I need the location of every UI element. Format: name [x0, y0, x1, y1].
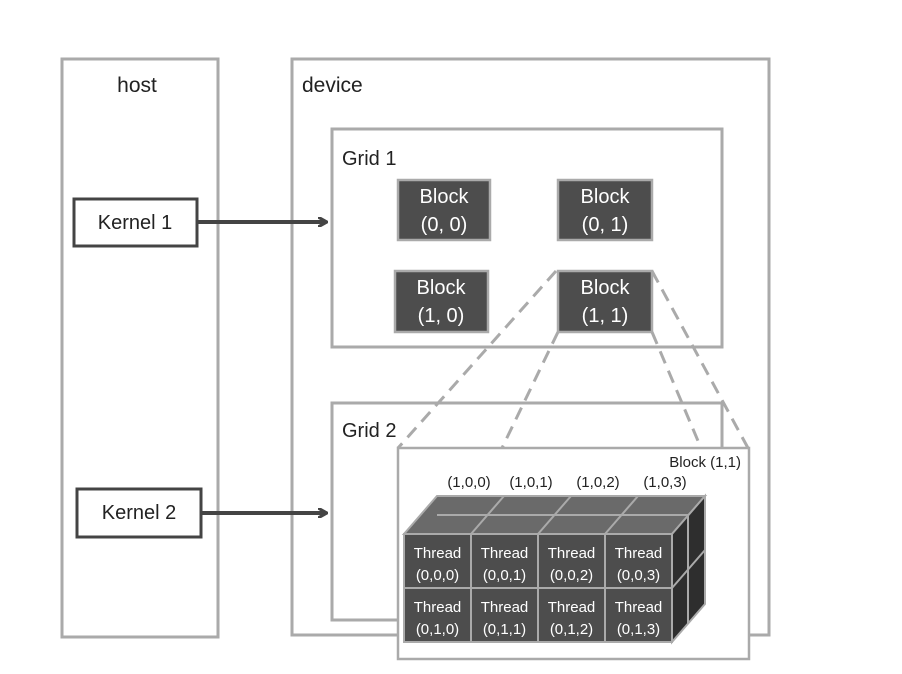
thread-index: (0,1,2)	[550, 621, 593, 638]
grid2-label: Grid 2	[342, 420, 396, 442]
thread-index: (0,0,2)	[550, 567, 593, 584]
thread-cell-0-0-1: Thread (0,0,1)	[470, 533, 539, 589]
block-label: Block	[581, 277, 631, 299]
grid1-block-1-0: Block (1, 0)	[393, 269, 490, 334]
thread-index: (0,0,0)	[416, 567, 459, 584]
thread-index: (0,0,3)	[617, 567, 660, 584]
zoom-line-right-outer	[650, 270, 750, 449]
block-index: (1, 1)	[582, 305, 629, 327]
thread-label: Thread	[548, 599, 596, 616]
thread-label: Thread	[615, 599, 663, 616]
host-label: host	[117, 74, 157, 97]
thread-label: Thread	[414, 545, 462, 562]
kernel1-label: Kernel 1	[98, 212, 173, 234]
back-thread-label: (1,0,0)	[447, 474, 490, 491]
thread-cell-0-1-2: Thread (0,1,2)	[537, 587, 606, 643]
thread-index: (0,1,1)	[483, 621, 526, 638]
thread-cell-0-1-3: Thread (0,1,3)	[604, 587, 673, 643]
grid1-block-0-0: Block (0, 0)	[396, 178, 492, 242]
block-label: Block	[581, 186, 631, 208]
kernel1-box	[72, 197, 199, 248]
zoom-line-left-outer	[396, 270, 558, 449]
grid1-block-1-1: Block (1, 1)	[556, 269, 654, 334]
thread-cell-0-0-2: Thread (0,0,2)	[537, 533, 606, 589]
thread-cell-0-0-0: Thread (0,0,0)	[403, 533, 472, 589]
block-label: Block	[420, 186, 470, 208]
zoom-line-left-inner	[500, 331, 560, 449]
block-index: (1, 0)	[418, 305, 465, 327]
thread-index: (0,0,1)	[483, 567, 526, 584]
block-label: Block	[417, 277, 467, 299]
thread-label: Thread	[414, 599, 462, 616]
kernel2-label: Kernel 2	[102, 502, 177, 524]
back-thread-label: (1,0,3)	[643, 474, 686, 491]
thread-label: Thread	[615, 545, 663, 562]
device-label: device	[302, 74, 363, 97]
grid1-block-0-1: Block (0, 1)	[556, 178, 654, 242]
back-thread-label: (1,0,1)	[509, 474, 552, 491]
thread-label: Thread	[481, 545, 529, 562]
thread-cell-0-1-1: Thread (0,1,1)	[470, 587, 539, 643]
block-index: (0, 1)	[582, 214, 629, 236]
thread-label: Thread	[481, 599, 529, 616]
thread-cube-top	[401, 495, 708, 535]
block-index: (0, 0)	[421, 214, 468, 236]
thread-cell-0-1-0: Thread (0,1,0)	[403, 587, 472, 643]
thread-index: (0,1,3)	[617, 621, 660, 638]
block-detail-label: Block (1,1)	[669, 454, 741, 471]
host-panel	[60, 57, 220, 639]
back-thread-label: (1,0,2)	[576, 474, 619, 491]
thread-label: Thread	[548, 545, 596, 562]
kernel2-box	[75, 487, 203, 539]
thread-cell-0-0-3: Thread (0,0,3)	[604, 533, 673, 589]
thread-index: (0,1,0)	[416, 621, 459, 638]
grid1-label: Grid 1	[342, 148, 396, 170]
